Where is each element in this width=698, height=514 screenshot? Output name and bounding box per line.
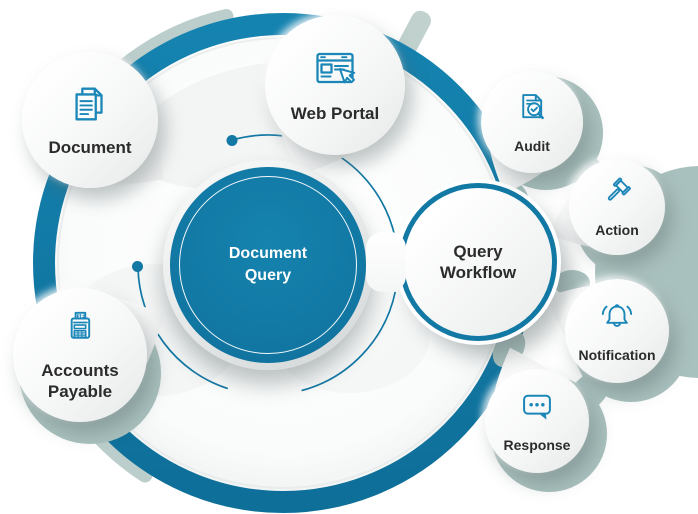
- audit-magnifier-icon: [512, 88, 552, 133]
- connector-dot: [226, 135, 238, 146]
- node-label: Web Portal: [290, 104, 380, 124]
- node-label: Document: [48, 138, 132, 158]
- node-response: Response: [485, 369, 589, 473]
- node-label: Notification: [578, 347, 656, 364]
- node-document: Document: [22, 52, 158, 188]
- node-web-portal: Web Portal: [265, 15, 405, 155]
- node-document-query: Document Query: [170, 167, 366, 363]
- node-audit: Audit: [481, 71, 583, 173]
- node-label: Audit: [514, 138, 550, 155]
- node-label: Accounts Payable: [41, 360, 119, 401]
- node-label: Query Workflow: [439, 241, 517, 282]
- svg-text:$: $: [78, 313, 81, 318]
- node-label: Document Query: [228, 244, 308, 284]
- connector-dot: [132, 261, 143, 272]
- node-label: Action: [595, 222, 639, 239]
- web-portal-icon: [311, 45, 359, 98]
- hub-bridge: [366, 232, 406, 292]
- node-label: Response: [503, 437, 571, 454]
- chat-bubble-icon: [517, 387, 557, 432]
- node-action: Action: [569, 159, 665, 255]
- calculator-icon: $: [59, 308, 101, 355]
- node-notification: Notification: [565, 279, 669, 383]
- node-query-workflow: Query Workflow: [399, 183, 557, 341]
- documents-icon: [67, 81, 113, 132]
- bell-icon: [597, 297, 637, 342]
- center-hub-plate: Document Query: [163, 160, 373, 370]
- node-accounts-payable: $ Accounts Payable: [13, 288, 147, 422]
- gavel-icon: [598, 174, 636, 217]
